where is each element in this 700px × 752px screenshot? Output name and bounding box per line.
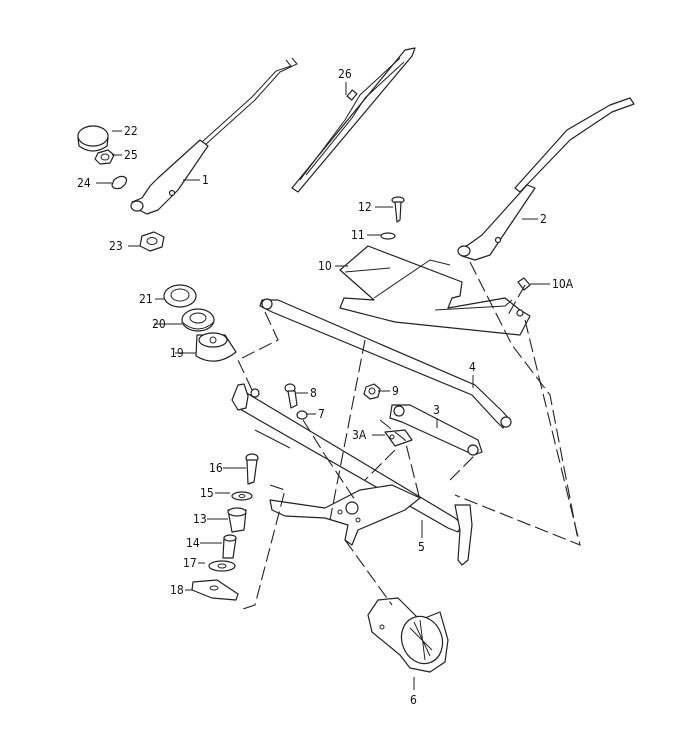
callout-10a: 10A	[552, 277, 574, 291]
callout-20: 20	[152, 317, 166, 331]
callout-4: 4	[469, 360, 476, 374]
connecting-rod	[389, 404, 483, 456]
wiper-blade	[291, 47, 416, 193]
callout-14: 14	[186, 536, 200, 550]
wiper-motor	[367, 597, 449, 673]
bolt-16	[245, 453, 259, 485]
callout-10: 10	[318, 259, 332, 273]
cover-housing	[339, 245, 531, 336]
bushing-13	[227, 507, 247, 533]
callout-8: 8	[310, 386, 317, 400]
callout-3a: 3A	[352, 428, 367, 442]
callout-24: 24	[77, 176, 91, 190]
callout-2: 2	[540, 212, 547, 226]
seal-20	[181, 308, 215, 332]
callout-1: 1	[202, 173, 209, 187]
callout-25: 25	[124, 148, 138, 162]
sleeve-14	[222, 534, 237, 559]
callout-7: 7	[318, 407, 325, 421]
clip-10a	[517, 277, 531, 291]
wiper-arm-right	[457, 97, 635, 261]
callout-11: 11	[351, 228, 365, 242]
washer-21	[163, 284, 197, 308]
bolt-8	[284, 383, 298, 409]
callout-9: 9	[392, 384, 399, 398]
callout-5: 5	[418, 540, 425, 554]
callout-26: 26	[338, 67, 352, 81]
callout-21: 21	[139, 292, 153, 306]
nut-25	[94, 149, 115, 165]
callout-17: 17	[183, 556, 197, 570]
linkage-rod	[259, 298, 512, 429]
spacer-7	[296, 410, 308, 420]
plate-18	[191, 579, 239, 601]
assembly-lines	[237, 261, 581, 611]
callout-15: 15	[200, 486, 214, 500]
callout-13: 13	[193, 512, 207, 526]
bracket-3a	[384, 429, 413, 447]
callout-19: 19	[170, 346, 184, 360]
nut-23	[139, 231, 165, 252]
screw-12	[391, 196, 405, 223]
leader-lines	[96, 82, 550, 690]
washer-11	[380, 232, 396, 240]
cap-22	[77, 125, 109, 152]
washer-17	[208, 560, 236, 572]
callout-3: 3	[433, 403, 440, 417]
wiper-arm-left	[130, 57, 298, 215]
callout-12: 12	[358, 200, 372, 214]
callout-18: 18	[170, 583, 184, 597]
callout-22: 22	[124, 124, 138, 138]
callout-23: 23	[109, 239, 123, 253]
washer-24	[111, 175, 128, 190]
wiper-frame	[231, 383, 473, 566]
callout-6: 6	[410, 693, 417, 707]
grommet-19	[195, 332, 237, 362]
callout-16: 16	[209, 461, 223, 475]
washer-15	[231, 491, 253, 501]
nut-9	[363, 383, 381, 400]
callout-labels: 22 25 24 1 23 26 12 11 10 2 10A 21 20 19…	[77, 67, 574, 707]
